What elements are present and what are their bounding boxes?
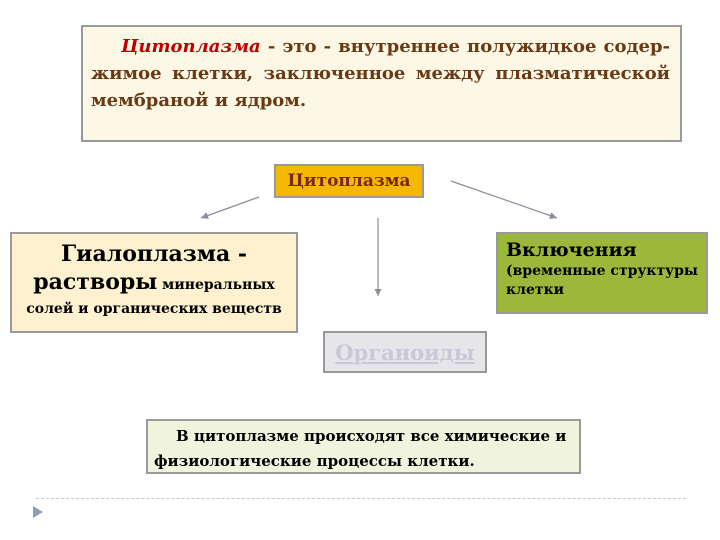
arrow-to-hyaloplasm <box>200 196 260 219</box>
definition-box: Цитоплазма - это - внутреннее полужидкое… <box>81 25 682 142</box>
definition-text: - это - внутреннее полужидкое содер-жимо… <box>91 36 670 111</box>
processes-text: В цитоплазме происходят все химические и… <box>154 427 567 470</box>
inclusions-title: Включения <box>506 239 637 261</box>
hyaloplasm-minerals: минеральных <box>157 277 275 293</box>
bullet-triangle-icon <box>33 506 43 518</box>
footer-divider <box>36 498 686 499</box>
inclusions-node: Включения (временные структуры клетки <box>496 232 708 314</box>
hyaloplasm-solutions: растворы <box>33 269 158 295</box>
cytoplasm-node: Цитоплазма <box>274 164 424 198</box>
processes-box: В цитоплазме происходят все химические и… <box>146 419 581 474</box>
inclusions-subtitle: (временные структуры клетки <box>506 263 698 298</box>
organoids-node[interactable]: Органоиды <box>323 331 487 373</box>
hyaloplasm-salts: солей и органических веществ <box>26 301 282 317</box>
definition-term: Цитоплазма <box>121 36 261 57</box>
arrow-to-inclusions <box>450 180 558 220</box>
hyaloplasm-title: Гиалоплазма - <box>60 241 247 267</box>
hyaloplasm-node: Гиалоплазма - растворы минеральных солей… <box>10 232 298 333</box>
